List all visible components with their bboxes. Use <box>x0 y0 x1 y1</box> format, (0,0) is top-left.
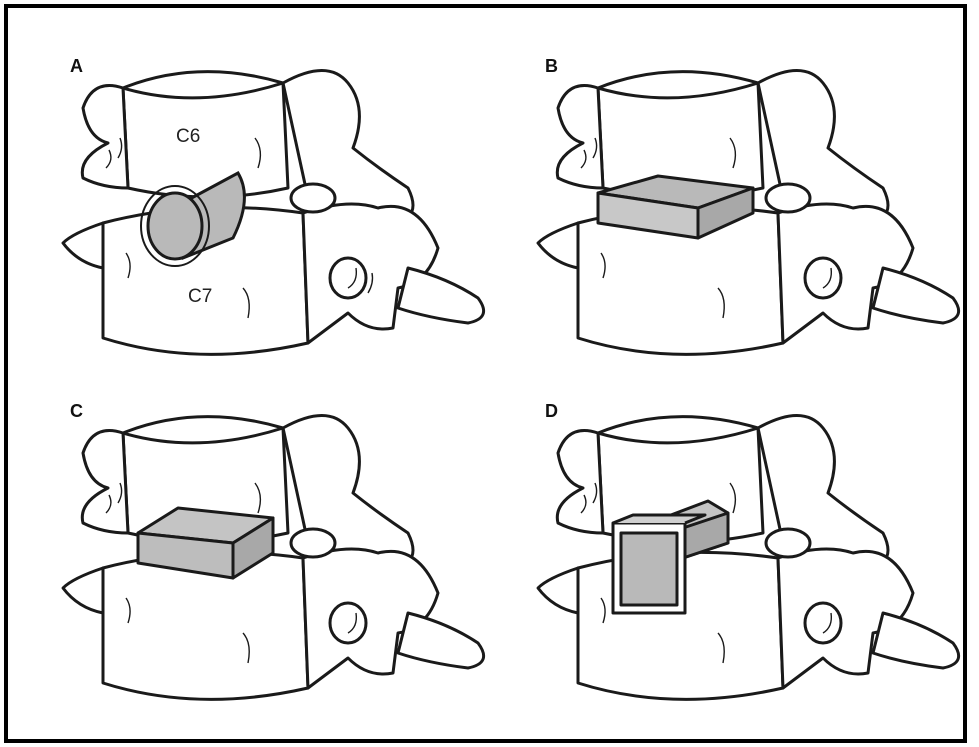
vertebrae-drawing <box>48 393 488 723</box>
figure-frame: A C6 C7 <box>4 4 967 743</box>
panel-c: C <box>48 393 488 723</box>
panel-b: B <box>523 48 963 378</box>
panel-letter: A <box>70 56 83 77</box>
vertebra-label-c6: C6 <box>176 126 200 148</box>
vertebra-label-c7: C7 <box>188 286 212 308</box>
vertebrae-drawing <box>523 393 963 723</box>
panel-letter: C <box>70 401 83 422</box>
panel-d: D <box>523 393 963 723</box>
panel-letter: B <box>545 56 558 77</box>
panel-letter: D <box>545 401 558 422</box>
vertebrae-drawing <box>523 48 963 378</box>
panel-a: A C6 C7 <box>48 48 488 378</box>
vertebrae-drawing <box>48 48 488 378</box>
